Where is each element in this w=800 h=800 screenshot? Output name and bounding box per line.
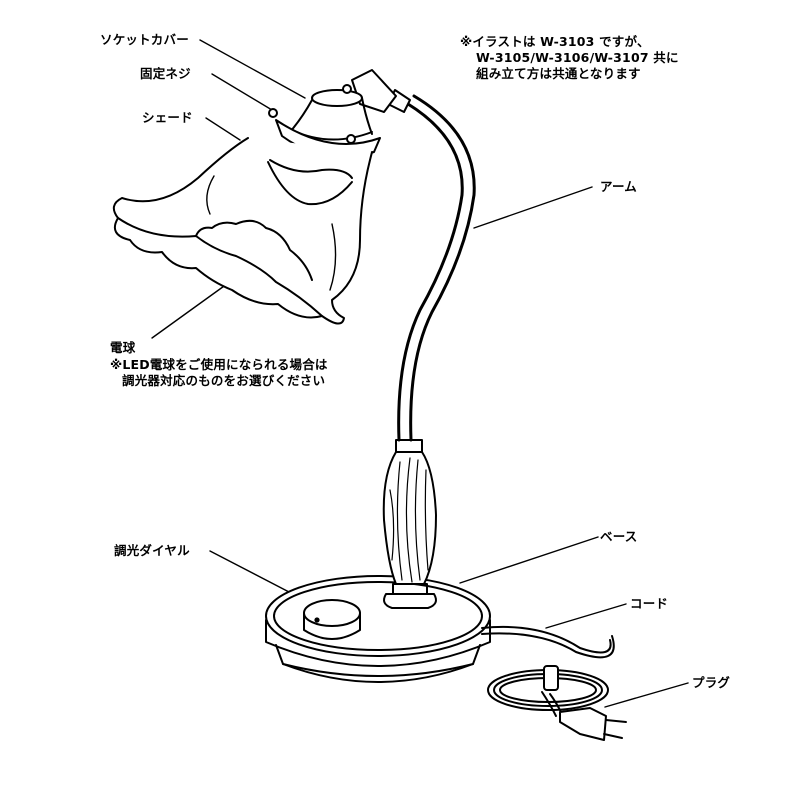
base-label: ベース: [600, 529, 638, 544]
bulb-label: 電球: [110, 340, 136, 355]
shade: [112, 137, 373, 325]
bulb-note-line-2: 調光器対応のものをお選びください: [122, 373, 326, 388]
arm-label: アーム: [600, 179, 637, 194]
note-line-1: ※イラストは W-3103 ですが、: [460, 34, 650, 49]
note-line-3: 組み立て方は共通となります: [476, 66, 641, 81]
cord-label: コード: [630, 596, 669, 611]
dimmer-dial-label: 調光ダイヤル: [114, 543, 190, 558]
bulb-note: ※LED電球をご使用になられる場合は 調光器対応のものをお選びください: [110, 357, 328, 389]
base: [265, 575, 491, 683]
cord-and-plug: [481, 625, 627, 741]
arm: [351, 69, 476, 442]
column: [382, 439, 437, 609]
shade-label: シェード: [142, 110, 193, 125]
note-line-2: W-3105/W-3106/W-3107 共に: [476, 50, 679, 65]
fixing-screw-label: 固定ネジ: [140, 66, 191, 81]
socket-cover-label: ソケットカバー: [100, 32, 189, 47]
leader-lines: [151, 39, 689, 708]
dimmer-dial: [303, 599, 361, 640]
bulb-note-line-1: ※LED電球をご使用になられる場合は: [110, 357, 328, 372]
plug-label: プラグ: [692, 675, 731, 690]
assembly-note: ※イラストは W-3103 ですが、 W-3105/W-3106/W-3107 …: [460, 34, 679, 82]
